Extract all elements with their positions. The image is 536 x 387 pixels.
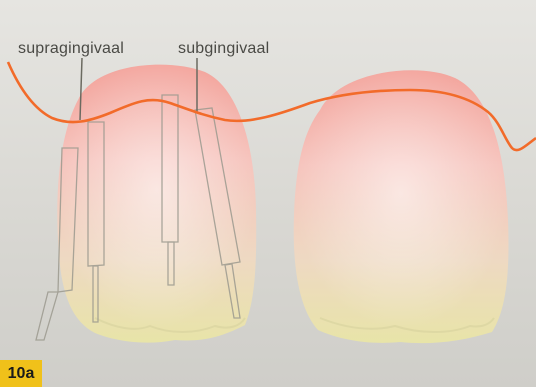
figure-number-badge: 10a xyxy=(0,360,42,387)
label-subgingival: subgingivaal xyxy=(178,40,269,58)
label-supragingival: supragingivaal xyxy=(18,40,124,58)
